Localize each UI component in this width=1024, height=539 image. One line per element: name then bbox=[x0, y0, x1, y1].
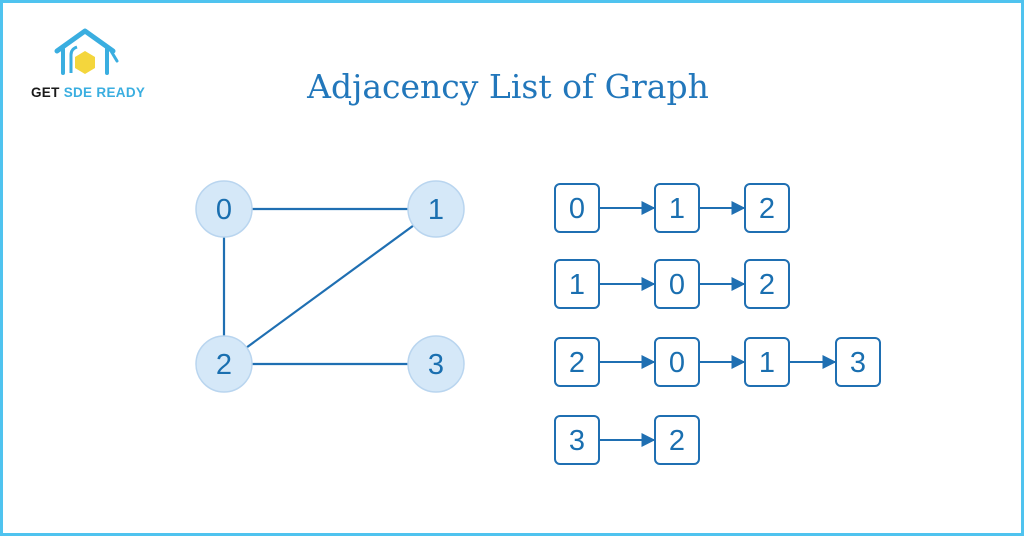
brand-name: GET SDE READY bbox=[31, 85, 145, 100]
brand-logo: GET SDE READY bbox=[31, 25, 161, 105]
svg-text:3: 3 bbox=[569, 425, 585, 457]
svg-text:1: 1 bbox=[569, 269, 585, 301]
list-node-3-2: 2 bbox=[654, 415, 700, 465]
list-node-1-2: 2 bbox=[744, 259, 790, 309]
list-head-3: 3 bbox=[554, 415, 600, 465]
svg-text:2: 2 bbox=[759, 269, 775, 301]
list-node-2-3: 3 bbox=[835, 337, 881, 387]
node-label-0: 0 bbox=[216, 194, 232, 226]
svg-text:1: 1 bbox=[669, 193, 685, 225]
edge-1-2 bbox=[223, 208, 437, 365]
svg-text:3: 3 bbox=[850, 347, 866, 379]
list-node-2-1: 1 bbox=[744, 337, 790, 387]
undirected-graph: 0 1 2 3 bbox=[195, 180, 465, 393]
list-node-1-0: 0 bbox=[654, 259, 700, 309]
brand-name-part2: SDE READY bbox=[63, 85, 146, 100]
list-node-0-2: 2 bbox=[744, 183, 790, 233]
svg-text:0: 0 bbox=[569, 193, 585, 225]
svg-text:0: 0 bbox=[669, 269, 685, 301]
node-label-1: 1 bbox=[428, 194, 444, 226]
node-3 bbox=[407, 335, 465, 393]
node-label-2: 2 bbox=[216, 349, 232, 381]
svg-text:2: 2 bbox=[569, 347, 585, 379]
list-node-2-0: 0 bbox=[654, 337, 700, 387]
list-head-0: 0 bbox=[554, 183, 600, 233]
node-2 bbox=[195, 335, 253, 393]
svg-text:2: 2 bbox=[669, 425, 685, 457]
diagram-canvas: 0 1 2 3 0 1 2 1 0 2 2 0 1 3 3 2 bbox=[195, 180, 881, 465]
list-head-2: 2 bbox=[554, 337, 600, 387]
list-head-1: 1 bbox=[554, 259, 600, 309]
node-1 bbox=[407, 180, 465, 238]
brand-name-part1: GET bbox=[31, 85, 64, 100]
svg-text:2: 2 bbox=[759, 193, 775, 225]
svg-text:1: 1 bbox=[759, 347, 775, 379]
svg-text:0: 0 bbox=[669, 347, 685, 379]
page-title: Adjacency List of Graph bbox=[307, 67, 709, 106]
graduation-house-icon bbox=[54, 28, 119, 75]
node-label-3: 3 bbox=[428, 349, 444, 381]
node-0 bbox=[195, 180, 253, 238]
list-node-0-1: 1 bbox=[654, 183, 700, 233]
adjacency-list: 0 1 2 1 0 2 2 0 1 3 3 2 bbox=[554, 183, 881, 465]
